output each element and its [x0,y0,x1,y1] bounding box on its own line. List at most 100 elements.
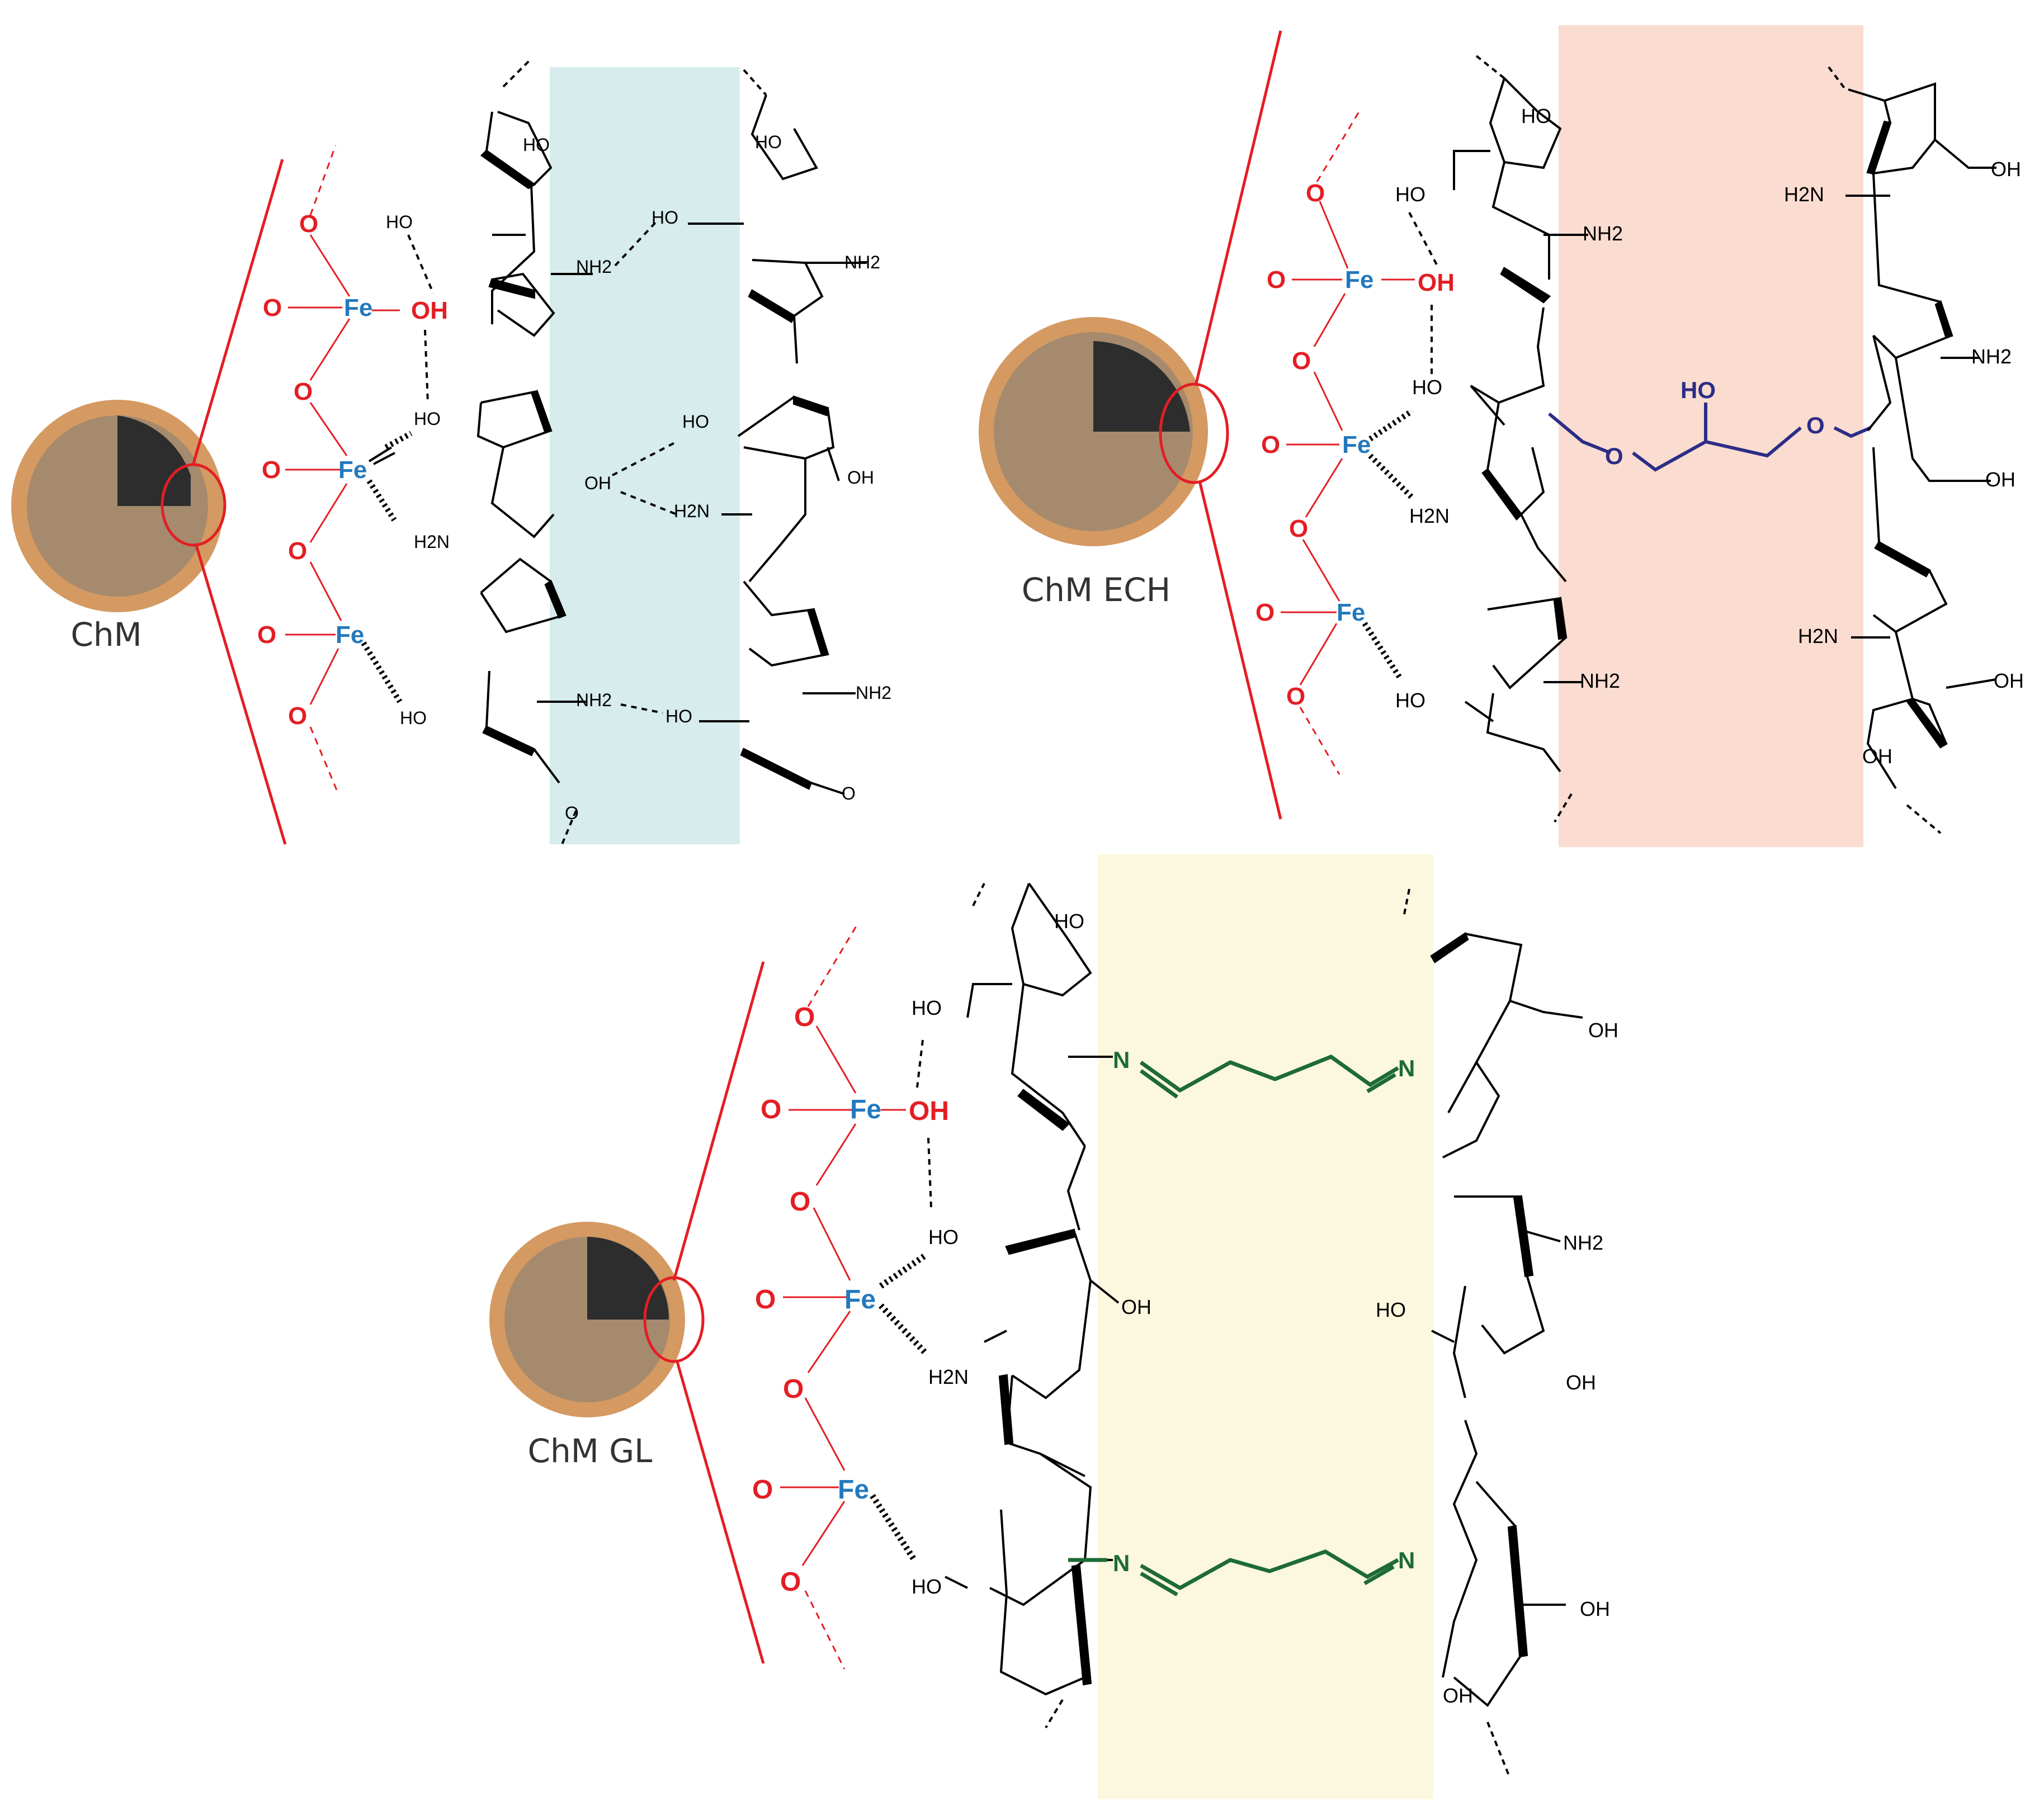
atom-ho: HO [755,132,782,152]
linker-atom-n: N [1113,1550,1130,1576]
chm-chitosan-chain-left [476,58,593,845]
atom-o: O [1306,179,1325,207]
chm-gl-hydrogen-bonds [916,1039,932,1208]
atom-ho: HO [1395,183,1425,206]
chm-ech-linker [1548,403,1872,472]
linker-atom-n: N [1113,1047,1130,1073]
atom-nh2: NH2 [1580,669,1620,692]
atom-ho: HO [414,409,441,429]
panel-chm-gl: ChM GL O O Fe OH O O [489,854,1618,1799]
atom-oh: OH [411,297,448,324]
chm-particle [11,400,226,612]
atom-oh: OH [1994,669,2024,692]
atom-o: O [783,1374,804,1404]
chm-gl-particle [489,1222,705,1417]
atom-o: O [294,378,313,405]
chm-ech-iron-oxide-chain [1281,111,1415,775]
atom-o: O [842,783,856,803]
panel-chm-ech: ChM ECH O O Fe OH O O [979,25,2024,847]
chm-iron-oxide-chain [285,145,400,795]
atom-o: O [288,537,307,565]
atom-ho: HO [665,706,692,726]
atom-ho: HO [1412,376,1442,399]
atom-oh: OH [909,1096,949,1126]
atom-o: O [752,1475,773,1505]
atom-oh: OH [1862,745,1892,768]
linker-atom-n: N [1398,1055,1415,1081]
atom-o: O [288,702,307,730]
atom-nh2: NH2 [1971,345,2012,368]
linker-atom-o: O [1605,443,1623,469]
atom-o: O [299,210,318,238]
atom-oh: OH [1991,158,2021,181]
atom-oh: OH [1985,468,2015,491]
atom-o: O [780,1567,801,1597]
atom-o: O [761,1095,781,1124]
chm-ech-caption: ChM ECH [1022,571,1171,609]
atom-o: O [263,294,282,322]
atom-oh: OH [1566,1371,1596,1394]
atom-ho: HO [1054,910,1084,933]
atom-ho: HO [928,1226,959,1249]
chm-gl-chitosan-chain-right [1403,888,1583,1779]
chm-iron-oxide-hashes [361,431,413,703]
chm-hydrogen-bonds [407,220,677,714]
atom-o: O [565,803,579,823]
atom-h2n: H2N [414,532,450,552]
atom-nh2: NH2 [576,690,612,710]
atom-o: O [755,1285,776,1315]
chm-gl-linker-bottom [1068,1549,1399,1597]
chm-ech-particle [979,317,1229,546]
atom-o: O [1289,515,1308,542]
atom-oh: OH [1418,269,1455,296]
chm-gl-iron-oxide-chain [780,922,906,1670]
atom-ho: HO [912,1575,942,1598]
atom-fe: Fe [1337,599,1365,626]
zoom-circle [1159,382,1229,484]
panel-chm: ChM O O Fe OH [11,58,891,845]
atom-oh: OH [1121,1296,1151,1318]
atom-nh2: NH2 [844,252,880,272]
chm-chitosan-chain-right [688,69,867,795]
atom-ho: HO [682,412,709,432]
atom-fe: Fe [338,456,367,484]
atom-fe: Fe [1345,266,1373,294]
atom-o: O [257,621,276,649]
atom-o: O [1292,347,1311,375]
atom-o: O [1255,599,1274,626]
atom-fe: Fe [344,294,372,322]
atom-o: O [794,1003,815,1032]
atom-h2n: H2N [674,501,710,521]
atom-ho: HO [912,996,942,1019]
atom-h2n: H2N [1784,183,1824,206]
atom-oh: OH [1443,1684,1473,1707]
atom-oh: OH [584,473,611,493]
atom-o: O [1286,683,1305,710]
atom-o: O [1267,266,1286,294]
atom-ho: HO [1376,1298,1406,1321]
atom-o: O [790,1187,810,1217]
linker-atom-ho: HO [1680,377,1716,403]
chm-gl-caption: ChM GL [528,1432,653,1470]
atom-nh2: NH2 [856,683,891,703]
atom-h2n: H2N [928,1365,969,1388]
chm-gl-linker-top [1139,1055,1399,1099]
atom-o: O [1261,431,1280,458]
chm-ech-hydrogen-bonds [1408,212,1438,375]
atom-nh2: NH2 [1583,222,1623,245]
atom-oh: OH [847,467,874,488]
atom-ho: HO [400,708,427,728]
atom-ho: HO [523,135,550,155]
atom-ho: HO [652,207,678,228]
atom-oh: OH [1580,1597,1610,1620]
chm-ech-chitosan-chain-right [1828,66,1997,834]
chm-gl-chitosan-chain-left [945,882,1120,1729]
chm-ech-chitosan-chain-left [1453,55,1588,823]
atom-nh2: NH2 [1563,1231,1603,1254]
atom-fe: Fe [844,1285,876,1315]
atom-o: O [262,456,281,484]
atom-h2n: H2N [1798,625,1838,647]
chm-gl-highlight-band [1098,854,1433,1799]
linker-atom-n: N [1398,1547,1415,1573]
